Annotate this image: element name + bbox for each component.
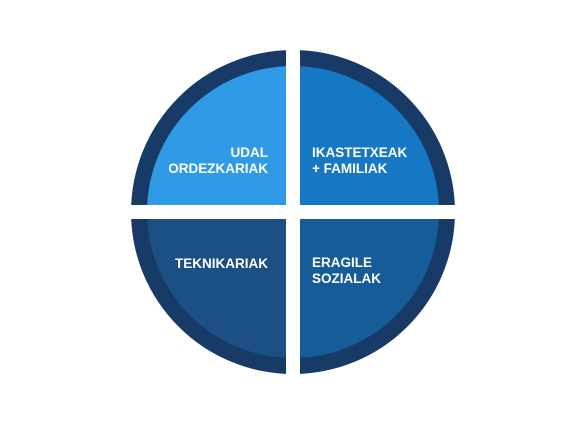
label-line: IKASTETXEAK — [312, 145, 408, 160]
label-udal-ordezkariak: UDAL ORDEZKARIAK — [168, 145, 268, 176]
label-line: ORDEZKARIAK — [168, 161, 268, 176]
label-line: + FAMILIAK — [312, 161, 388, 176]
quadrant-bottom-right — [293, 212, 439, 358]
divider-cross — [120, 40, 466, 385]
label-line: UDAL — [231, 145, 269, 160]
quadrant-bottom-left — [147, 212, 293, 358]
quadrant-top-right — [293, 66, 439, 212]
label-line: SOZIALAK — [312, 271, 381, 286]
label-line: TEKNIKARIAK — [175, 256, 268, 271]
quadrant-top-left — [147, 66, 293, 212]
label-line: ERAGILE — [312, 255, 372, 270]
label-eragile-sozialak: ERAGILE SOZIALAK — [312, 255, 381, 286]
label-ikastetxeak-familiak: IKASTETXEAK + FAMILIAK — [312, 145, 408, 176]
label-teknikariak: TEKNIKARIAK — [175, 256, 268, 271]
